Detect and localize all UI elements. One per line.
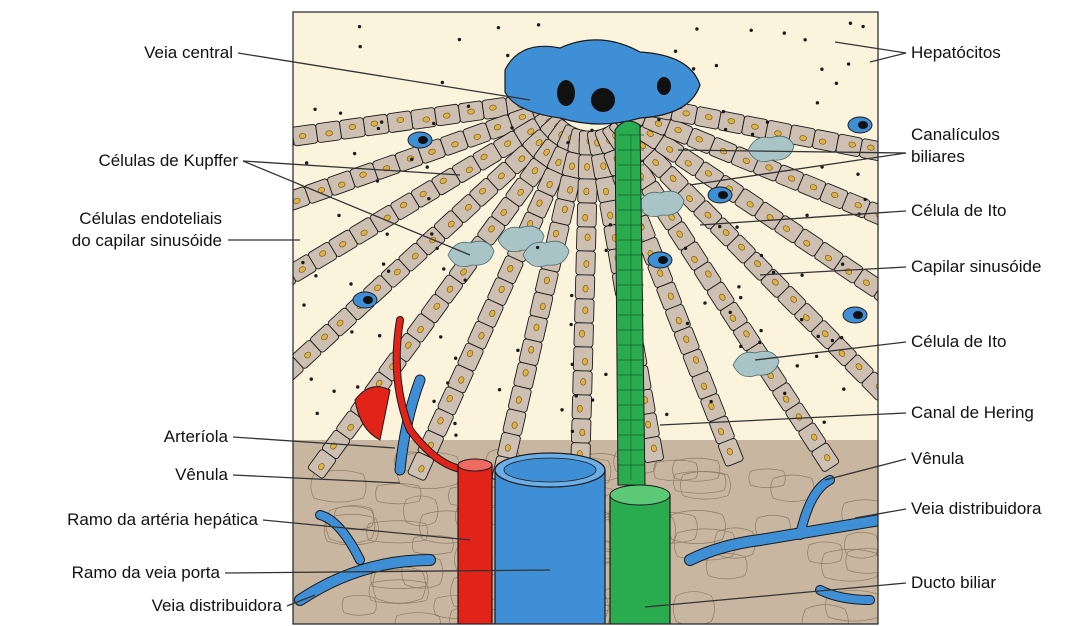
- label-ducto-biliar: Ducto biliar: [911, 573, 996, 592]
- label-venula-left-line: Vênula: [175, 465, 228, 484]
- label-ramo-veia-porta: Ramo da veia porta: [72, 563, 221, 582]
- label-celula-de-ito-1-line: Célula de Ito: [911, 201, 1006, 220]
- label-celula-de-ito-2: Célula de Ito: [911, 332, 1006, 351]
- label-arteriola: Arteríola: [164, 427, 229, 446]
- label-celulas-endoteliais: Células endoteliais do capilar sinusóide: [72, 209, 222, 250]
- label-celulas-endoteliais-line: do capilar sinusóide: [72, 231, 222, 250]
- label-venula-right: Vênula: [911, 449, 964, 468]
- canal-of-hering: [615, 121, 645, 485]
- label-arteriola-line: Arteríola: [164, 427, 229, 446]
- label-ducto-biliar-line: Ducto biliar: [911, 573, 996, 592]
- label-celula-de-ito-2-line: Célula de Ito: [911, 332, 1006, 351]
- label-hepatocitos: Hepatócitos: [911, 43, 1001, 62]
- label-canaliculos-biliares-line: biliares: [911, 147, 965, 166]
- label-celulas-de-kupffer: Células de Kupffer: [98, 151, 238, 170]
- label-venula-right-line: Vênula: [911, 449, 964, 468]
- label-celulas-de-kupffer-line: Células de Kupffer: [98, 151, 238, 170]
- label-celula-de-ito-1: Célula de Ito: [911, 201, 1006, 220]
- label-hepatocitos-line: Hepatócitos: [911, 43, 1001, 62]
- label-veia-distribuidora-right: Veia distribuidora: [911, 499, 1042, 518]
- label-canaliculos-biliares: Canalículos biliares: [911, 125, 1000, 166]
- label-capilar-sinusoide-line: Capilar sinusóide: [911, 257, 1041, 276]
- label-veia-central-line: Veia central: [144, 43, 233, 62]
- label-ramo-arteria-hepatica: Ramo da artéria hepática: [67, 510, 258, 529]
- label-canal-de-hering-line: Canal de Hering: [911, 403, 1034, 422]
- label-canaliculos-biliares-line: Canalículos: [911, 125, 1000, 144]
- label-veia-distribuidora-left-line: Veia distribuidora: [152, 596, 283, 615]
- liver-illustration: [266, 12, 903, 626]
- label-ramo-arteria-hepatica-line: Ramo da artéria hepática: [67, 510, 258, 529]
- label-canal-de-hering: Canal de Hering: [911, 403, 1034, 422]
- label-celulas-endoteliais-line: Células endoteliais: [79, 209, 222, 228]
- label-capilar-sinusoide: Capilar sinusóide: [911, 257, 1041, 276]
- label-veia-distribuidora-left: Veia distribuidora: [152, 596, 283, 615]
- label-ramo-veia-porta-line: Ramo da veia porta: [72, 563, 221, 582]
- label-venula-left: Vênula: [175, 465, 228, 484]
- label-veia-distribuidora-right-line: Veia distribuidora: [911, 499, 1042, 518]
- label-veia-central: Veia central: [144, 43, 233, 62]
